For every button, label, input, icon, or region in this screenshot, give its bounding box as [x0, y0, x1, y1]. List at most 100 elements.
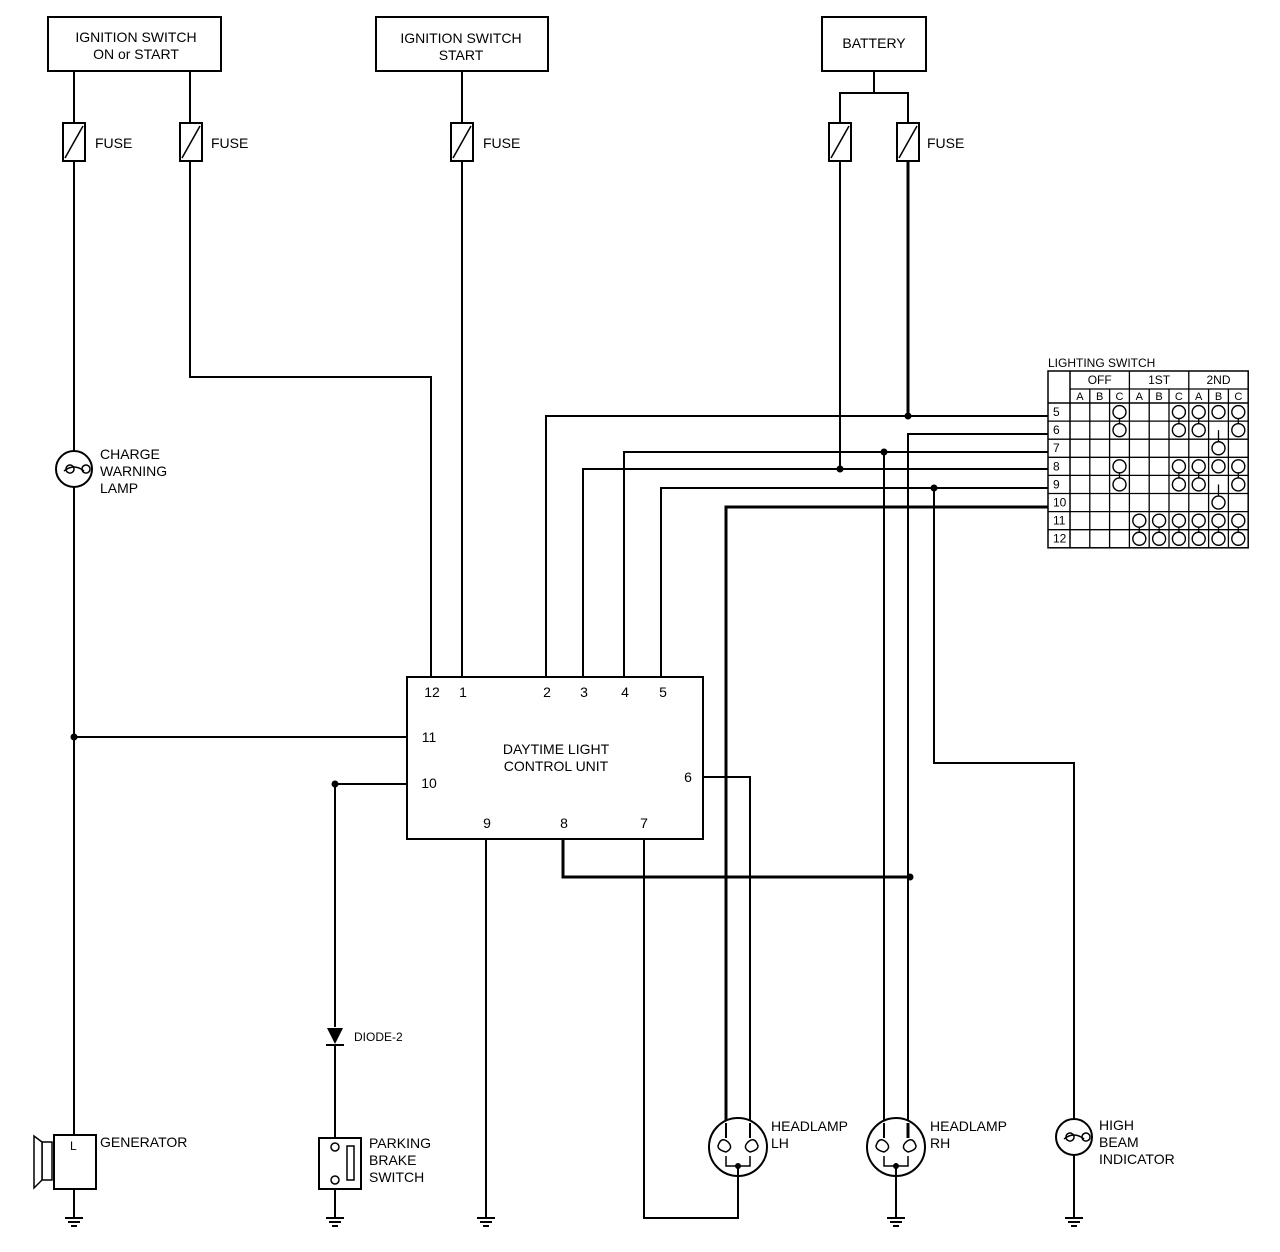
- headlamp-icon: [866, 1117, 926, 1177]
- switch-contact: [1231, 422, 1246, 438]
- switch-contact: [1112, 477, 1127, 492]
- switch-row-label: 10: [1053, 496, 1067, 510]
- switch-contact: [1171, 459, 1187, 474]
- switch-subcol-label: C: [1234, 391, 1242, 403]
- ground-icon: [477, 1217, 495, 1227]
- switch-subcol-label: A: [1076, 391, 1084, 403]
- ignition-switch-on-start-box: IGNITION SWITCH ON or START: [47, 16, 222, 72]
- control-unit-title-2: CONTROL UNIT: [504, 758, 609, 774]
- generator-icon: [33, 1134, 97, 1190]
- switch-subcol-label: C: [1116, 391, 1124, 403]
- wires: [73, 71, 1075, 1219]
- ground-icon: [65, 1217, 83, 1227]
- pin-3-label: 3: [580, 684, 588, 700]
- switch-contact: [1211, 531, 1226, 546]
- parking-brake-switch: PARKING BRAKE SWITCH: [318, 1135, 431, 1190]
- switch-contact: [1132, 513, 1147, 528]
- fuse-label-4: FUSE: [927, 135, 964, 151]
- high-beam-indicator: HIGH BEAM INDICATOR: [1055, 1117, 1175, 1167]
- switch-contact: [1132, 531, 1147, 546]
- battery-label: BATTERY: [842, 35, 906, 51]
- switch-contact: [1171, 422, 1187, 438]
- switch-group-label: OFF: [1088, 373, 1112, 387]
- generator-terminal-label: L: [70, 1139, 77, 1153]
- high-beam-label-2: BEAM: [1099, 1134, 1139, 1150]
- switch-contact: [1191, 513, 1206, 528]
- headlamp-rh-label-1: HEADLAMP: [930, 1118, 1007, 1134]
- parking-brake-label-3: SWITCH: [369, 1169, 424, 1185]
- fuses: FUSE FUSE FUSE FUSE: [62, 122, 964, 162]
- junction-dots: [70, 412, 938, 881]
- lamp-icon: [1055, 1118, 1093, 1156]
- fuse-label-1: FUSE: [95, 135, 132, 151]
- pin-10-label: 10: [421, 775, 437, 791]
- high-beam-label-3: INDICATOR: [1099, 1151, 1175, 1167]
- headlamp-lh-label-1: HEADLAMP: [771, 1118, 848, 1134]
- pin-4-label: 4: [621, 684, 629, 700]
- switch-contact: [1211, 495, 1226, 510]
- ignition-switch-start-box: IGNITION SWITCH START: [375, 16, 549, 72]
- fuse-icon: [828, 122, 852, 162]
- charge-lamp-label-2: WARNING: [100, 463, 167, 479]
- charge-lamp-label-3: LAMP: [100, 480, 138, 496]
- switch-contact: [1171, 531, 1187, 546]
- switch-contact: [1151, 531, 1167, 546]
- headlamp-lh-label-2: LH: [771, 1135, 789, 1151]
- parking-brake-label-2: BRAKE: [369, 1152, 416, 1168]
- lamp-icon: [55, 450, 93, 488]
- pin-2-label: 2: [543, 684, 551, 700]
- fuse-icon: [62, 122, 86, 162]
- pin-7-label: 7: [640, 815, 648, 831]
- switch-contact: [1231, 404, 1246, 420]
- switch-contact: [1231, 477, 1246, 492]
- switch-contact: [1112, 404, 1127, 420]
- switch-contact: [1191, 477, 1206, 492]
- charge-lamp-label-1: CHARGE: [100, 446, 160, 462]
- switch-contact: [1191, 531, 1206, 546]
- ignition-start-label-1: IGNITION SWITCH: [400, 30, 521, 46]
- switch-row-label: 6: [1053, 423, 1060, 437]
- switch-row-label: 9: [1053, 477, 1060, 491]
- switch-row-label: 11: [1053, 514, 1066, 528]
- daytime-light-control-unit: DAYTIME LIGHT CONTROL UNIT 12 1 2 3 4 5 …: [406, 676, 704, 840]
- pin-8-label: 8: [560, 815, 568, 831]
- pin-9-label: 9: [483, 815, 491, 831]
- switch-row-label: 12: [1053, 532, 1067, 546]
- ignition-on-start-label-2: ON or START: [93, 46, 179, 62]
- switch-subcol-label: A: [1195, 391, 1203, 403]
- switch-contact: [1211, 404, 1226, 420]
- pin-12-label: 12: [424, 684, 440, 700]
- switch-contact: [1231, 513, 1246, 528]
- switch-contact: [1112, 459, 1127, 474]
- switch-contact: [1112, 422, 1127, 438]
- switch-contact: [1171, 513, 1187, 528]
- switch-contact: [1191, 404, 1206, 420]
- battery-box: BATTERY: [821, 16, 927, 72]
- switch-subcol-label: C: [1175, 391, 1183, 403]
- switch-contact: [1171, 404, 1187, 420]
- switch-contact: [1231, 459, 1246, 474]
- pin-6-label: 6: [684, 769, 692, 785]
- ignition-on-start-label-1: IGNITION SWITCH: [75, 29, 196, 45]
- switch-contact: [1191, 459, 1206, 474]
- switch-subcol-label: B: [1155, 391, 1162, 403]
- switch-contact: [1211, 513, 1226, 528]
- diode-label: DIODE-2: [354, 1030, 403, 1044]
- switch-row-label: 5: [1053, 405, 1060, 419]
- parking-brake-label-1: PARKING: [369, 1135, 431, 1151]
- ground-icon: [1065, 1217, 1083, 1227]
- headlamp-rh: HEADLAMP RH: [866, 1117, 1007, 1177]
- switch-contact: [1171, 477, 1187, 492]
- generator-label: GENERATOR: [100, 1134, 187, 1150]
- fuse-icon: [896, 122, 920, 162]
- fuse-label-2: FUSE: [211, 135, 248, 151]
- switch-contact: [1211, 459, 1226, 474]
- pin-5-label: 5: [659, 684, 667, 700]
- switch-row-label: 8: [1053, 459, 1060, 473]
- pin-11-label: 11: [422, 729, 437, 745]
- switch-subcol-label: B: [1215, 391, 1222, 403]
- fuse-label-3: FUSE: [483, 135, 520, 151]
- headlamp-lh: HEADLAMP LH: [708, 1117, 848, 1177]
